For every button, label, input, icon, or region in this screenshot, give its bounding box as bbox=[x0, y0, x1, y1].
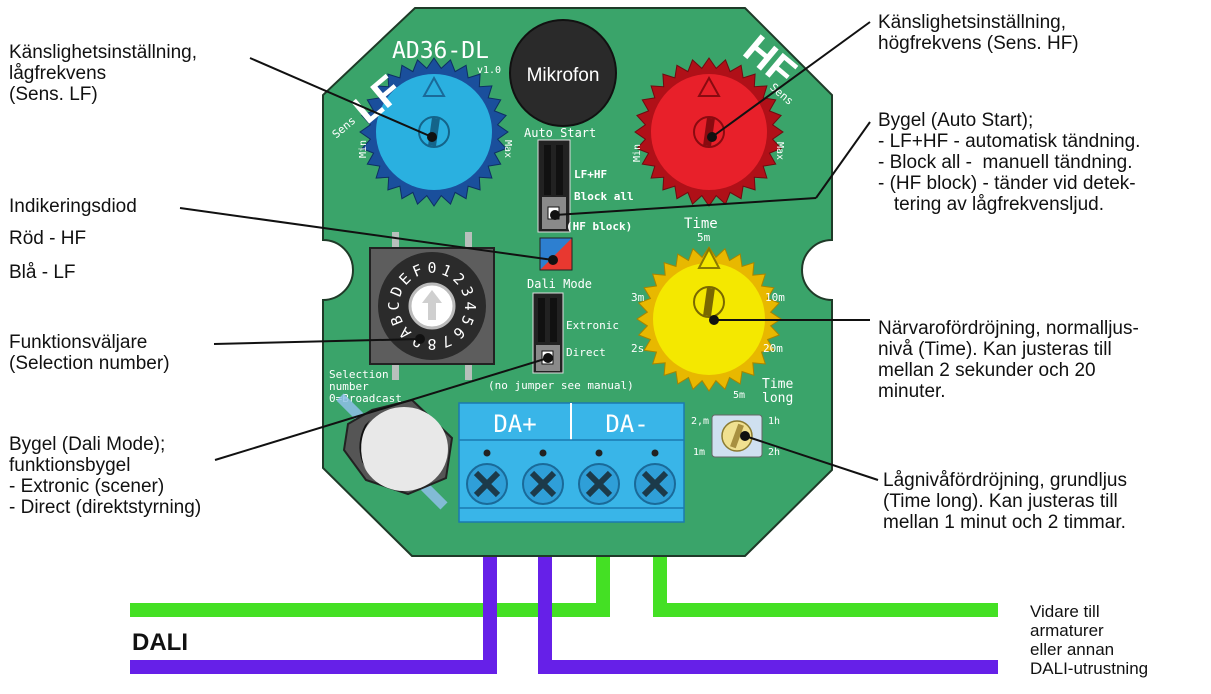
selection-label-1: Selection bbox=[329, 368, 389, 381]
time-long-title: Time bbox=[762, 377, 793, 392]
lf-max-label: Max bbox=[502, 140, 513, 158]
time-long-bottom-left: 1m bbox=[693, 447, 705, 458]
selector-digit: C bbox=[385, 301, 403, 310]
dali-label: DALI bbox=[132, 629, 188, 656]
led-callout-blue: Blå - LF bbox=[9, 262, 76, 283]
time-knob-bottom-left: 2s bbox=[631, 342, 644, 355]
time-knob-left: 3m bbox=[631, 291, 645, 304]
hf-knob[interactable] bbox=[634, 57, 784, 207]
da-plus-label: DA+ bbox=[493, 410, 536, 438]
hf-min-label: Min bbox=[632, 144, 643, 162]
time-long-top-left: 2,m bbox=[691, 416, 709, 427]
led-callout-title: Indikeringsdiod bbox=[9, 196, 137, 217]
auto-start-title: Auto Start bbox=[524, 126, 596, 140]
led-callout-red: Röd - HF bbox=[9, 228, 87, 249]
terminal-screw[interactable] bbox=[578, 449, 620, 505]
time-knob[interactable] bbox=[636, 246, 782, 392]
forward-callout: Vidare till armaturer eller annan DALI-u… bbox=[1030, 602, 1149, 678]
time-long-bottom-right: 2h bbox=[768, 447, 780, 458]
auto-start-callout: Bygel (Auto Start); - LF+HF - automatisk… bbox=[878, 110, 1141, 215]
terminal-screw[interactable] bbox=[522, 449, 564, 505]
terminal-block bbox=[458, 402, 685, 523]
terminal-screw[interactable] bbox=[634, 449, 676, 505]
dali-mode-opt1: Extronic bbox=[566, 319, 619, 332]
selector-digit: 8 bbox=[427, 335, 436, 353]
auto-start-opt3: (HF block) bbox=[566, 220, 632, 233]
hf-max-label: Max bbox=[774, 142, 785, 160]
time-knob-bottom-right: 20m bbox=[763, 342, 783, 355]
time-callout: Närvarofördröjning, normalljus- nivå (Ti… bbox=[878, 318, 1139, 402]
auto-start-opt1: LF+HF bbox=[574, 168, 607, 181]
time-long-right: 1h bbox=[768, 416, 780, 427]
hf-sens-callout: Känslighetsinställning, högfrekvens (Sen… bbox=[878, 12, 1079, 54]
purple-wire-right bbox=[538, 525, 998, 674]
time-long-callout: Lågnivåfördröjning, grundljus (Time long… bbox=[883, 470, 1127, 533]
selector-callout: Funktionsväljare (Selection number) bbox=[9, 332, 170, 374]
model-label: AD36-DL bbox=[392, 38, 489, 64]
dali-mode-title: Dali Mode bbox=[527, 277, 592, 291]
time-long-top: 5m bbox=[733, 390, 745, 401]
dali-mode-opt2: Direct bbox=[566, 346, 606, 359]
version-label: v1.0 bbox=[477, 65, 501, 76]
time-long-trimmer[interactable] bbox=[711, 414, 763, 458]
terminal-screw[interactable] bbox=[466, 449, 508, 505]
indicator-led bbox=[539, 237, 573, 271]
microphone-label: Mikrofon bbox=[527, 65, 600, 86]
selection-label-2: number bbox=[329, 380, 369, 393]
selector-digit: 0 bbox=[427, 259, 436, 277]
auto-start-opt2: Block all bbox=[574, 190, 634, 203]
dali-mode-note: (no jumper see manual) bbox=[488, 379, 634, 392]
time-knob-right: 10m bbox=[765, 291, 785, 304]
da-minus-label: DA- bbox=[605, 410, 648, 438]
connector-jack bbox=[336, 393, 454, 510]
lf-min-label: Min bbox=[358, 140, 369, 158]
leader-lines bbox=[179, 21, 879, 481]
microphone: Mikrofon bbox=[509, 19, 617, 127]
time-long-title2: long bbox=[762, 391, 793, 406]
time-knob-top: 5m bbox=[697, 231, 711, 244]
purple-wire-left bbox=[130, 525, 497, 674]
dali-mode-callout: Bygel (Dali Mode); funktionsbygel - Extr… bbox=[9, 434, 202, 518]
time-knob-title: Time bbox=[684, 216, 718, 232]
selector-digit: 4 bbox=[461, 301, 479, 310]
selector-switch[interactable]: 0123456789ABCDEF bbox=[369, 232, 495, 380]
lf-sens-callout: Känslighetsinställning, lågfrekvens (Sen… bbox=[9, 42, 198, 105]
